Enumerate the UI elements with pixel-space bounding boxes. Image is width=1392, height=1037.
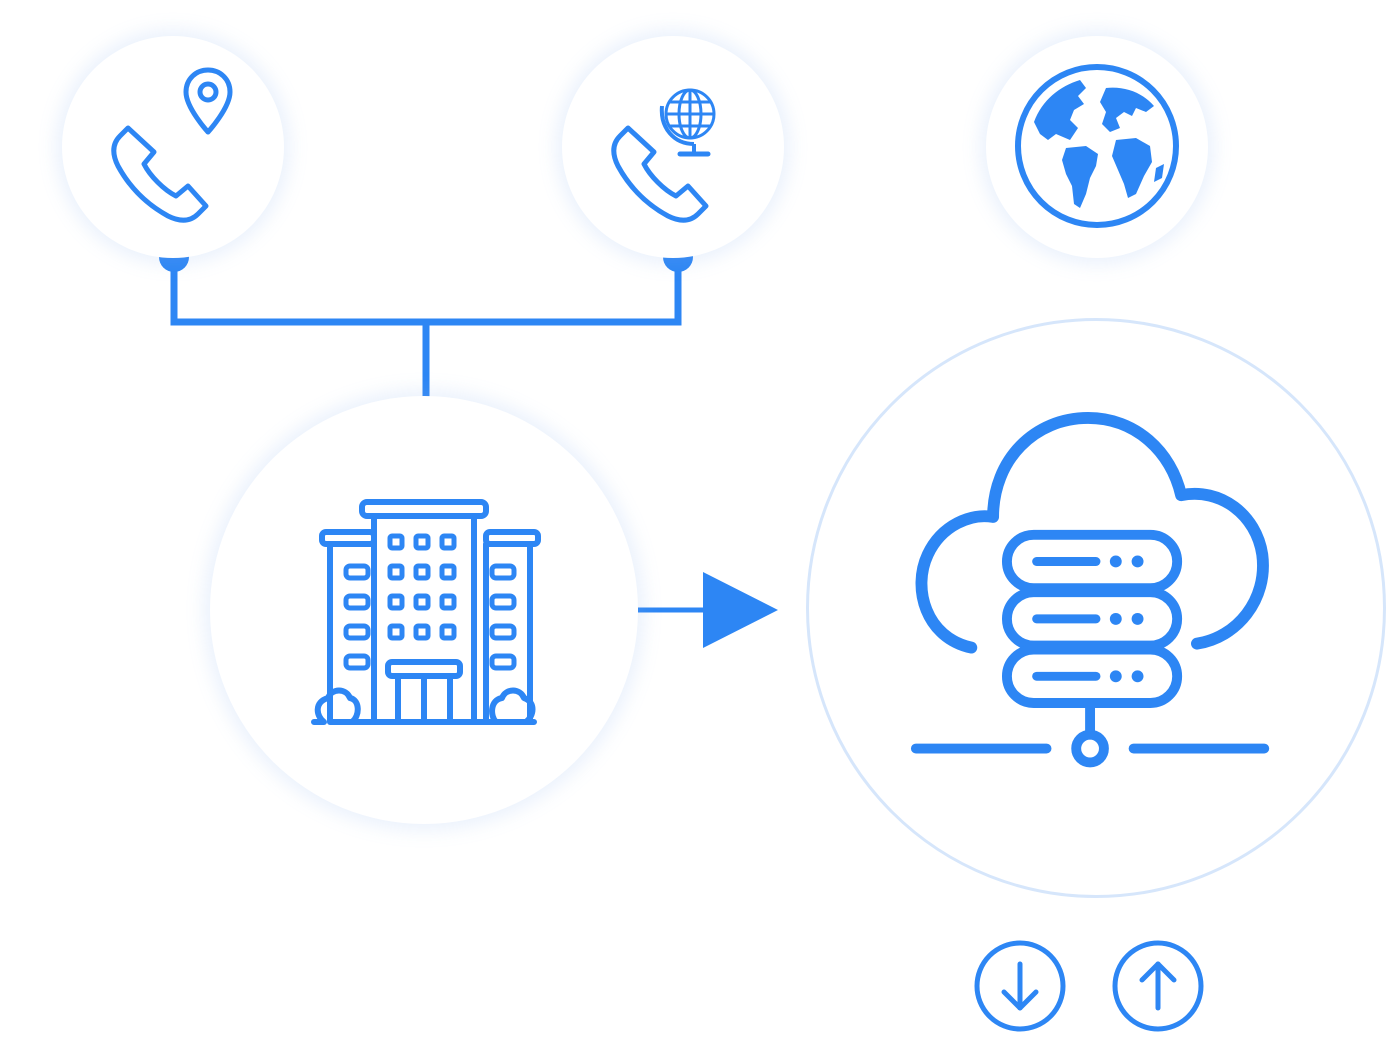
download-button[interactable]: [974, 940, 1066, 1032]
office-building-icon: [311, 499, 541, 725]
earth-node: [986, 36, 1208, 258]
cloud-server-node: [806, 318, 1386, 898]
phone-location-icon: [111, 67, 233, 223]
phone-location-node: [62, 36, 284, 258]
earth-icon: [1015, 64, 1179, 228]
cloud-server-icon: [910, 412, 1270, 768]
arrow-down-circle-icon: [974, 940, 1066, 1032]
arrow-up-circle-icon: [1112, 940, 1204, 1032]
flow-arrow: [638, 572, 778, 648]
office-building-node: [210, 396, 638, 824]
bracket-connector: [170, 258, 682, 398]
upload-button[interactable]: [1112, 940, 1204, 1032]
phone-globe-icon: [611, 88, 716, 223]
phone-globe-node: [562, 36, 784, 258]
